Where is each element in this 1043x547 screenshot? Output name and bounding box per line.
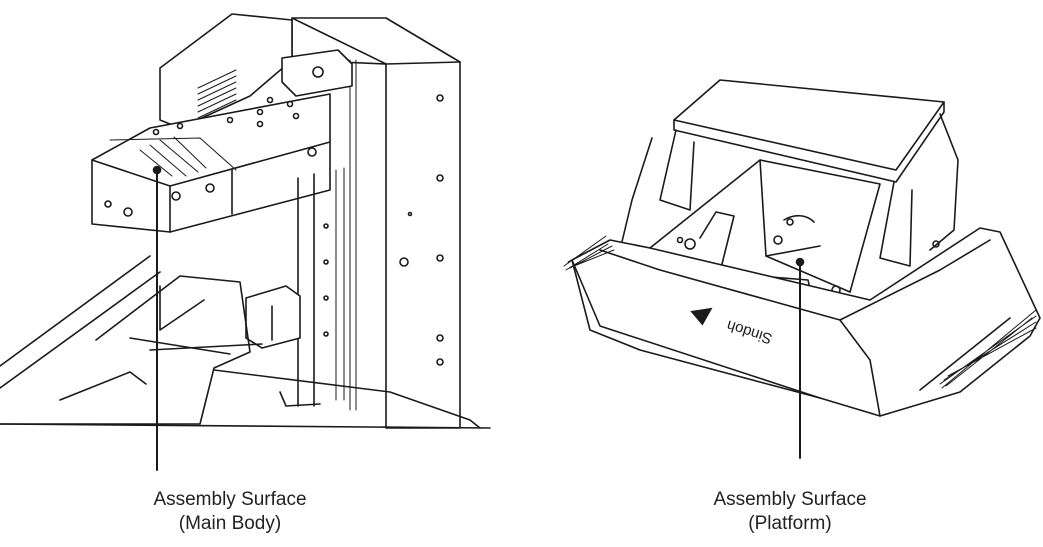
main-body-callout bbox=[152, 165, 162, 471]
z-axis-arm bbox=[91, 93, 331, 233]
right-handle-grip bbox=[939, 309, 1037, 389]
platform-cavity bbox=[649, 159, 881, 293]
arm-screws bbox=[104, 96, 317, 217]
platform-illustration bbox=[563, 79, 1041, 417]
base-body bbox=[0, 275, 251, 425]
platform-top-plate bbox=[673, 79, 945, 171]
main-body-illustration bbox=[0, 13, 491, 429]
main-body-caption: Assembly Surface (Main Body) bbox=[60, 488, 400, 536]
left-handle-grip bbox=[563, 235, 615, 271]
platform-caption-line2: (Platform) bbox=[748, 513, 832, 534]
main-body-caption-line2: (Main Body) bbox=[178, 513, 282, 534]
column-screws bbox=[399, 94, 444, 366]
column-cap bbox=[281, 49, 353, 97]
platform-caption: Assembly Surface (Platform) bbox=[610, 488, 970, 536]
main-body-caption-line1: Assembly Surface bbox=[153, 489, 307, 510]
endstop-mount bbox=[245, 285, 301, 349]
rail-holes bbox=[323, 223, 329, 337]
back-housing bbox=[159, 13, 293, 129]
platform-callout bbox=[795, 257, 805, 459]
platform-tray bbox=[571, 227, 1041, 417]
platform-caption-line1: Assembly Surface bbox=[713, 489, 867, 510]
